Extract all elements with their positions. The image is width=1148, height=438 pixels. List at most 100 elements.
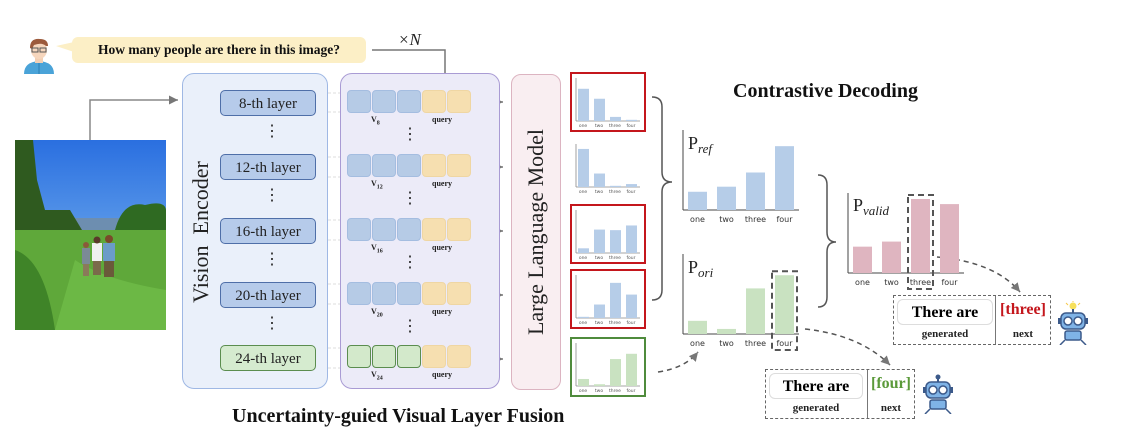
next-token-three: [three] bbox=[1000, 301, 1046, 318]
divider bbox=[995, 296, 996, 344]
v-subscript: 20 bbox=[376, 312, 383, 319]
visual-token-label: V8 bbox=[371, 115, 380, 127]
p-ori-label: Pori bbox=[688, 257, 713, 281]
tick-label-one: one bbox=[579, 124, 588, 129]
tick-label-two: two bbox=[595, 255, 603, 261]
layer-24-block: 24-th layer bbox=[220, 345, 316, 371]
bar-four bbox=[626, 353, 637, 386]
bar-one bbox=[578, 148, 589, 187]
visual-token bbox=[347, 154, 371, 177]
query-label: query bbox=[432, 179, 452, 188]
visual-token-label: V16 bbox=[371, 243, 383, 255]
query-token bbox=[447, 154, 471, 177]
bar-one bbox=[853, 246, 872, 273]
visual-token bbox=[347, 345, 371, 368]
bar-three bbox=[746, 172, 765, 210]
bar-four bbox=[626, 225, 637, 253]
tick-label-one: one bbox=[690, 215, 705, 224]
query-label: query bbox=[432, 370, 452, 379]
bar-one bbox=[578, 248, 589, 253]
next-label: next bbox=[1012, 328, 1034, 340]
tick-label-two: two bbox=[595, 123, 603, 129]
highlight-box-three bbox=[907, 194, 934, 291]
bar-three bbox=[610, 359, 621, 386]
divider bbox=[867, 370, 868, 418]
visual-token bbox=[347, 282, 371, 305]
query-token bbox=[447, 345, 471, 368]
generated-label: generated bbox=[792, 402, 840, 414]
visual-token bbox=[347, 90, 371, 113]
image-to-encoder-arrow bbox=[89, 95, 178, 140]
tick-label-four: four bbox=[626, 189, 635, 195]
tick-label-one: one bbox=[855, 278, 870, 287]
v-subscript: 12 bbox=[376, 184, 383, 191]
green-to-pori-arrow bbox=[657, 351, 699, 373]
query-token bbox=[447, 90, 471, 113]
output-box-ori: There are generated [four] next bbox=[765, 369, 915, 419]
v-label: V bbox=[371, 243, 377, 252]
tick-label-four: four bbox=[626, 320, 635, 326]
v-label: V bbox=[371, 179, 377, 188]
robot-idea-icon bbox=[1058, 301, 1088, 345]
query-token bbox=[422, 345, 446, 368]
tick-label-two: two bbox=[719, 339, 734, 348]
bar-two bbox=[594, 173, 605, 187]
contrastive-decoding-title: Contrastive Decoding bbox=[733, 80, 918, 102]
bar-one bbox=[578, 316, 589, 318]
visual-token bbox=[372, 90, 396, 113]
query-token bbox=[422, 90, 446, 113]
generated-text: There are bbox=[769, 373, 863, 399]
visual-token bbox=[397, 90, 421, 113]
robot-icon bbox=[923, 374, 953, 414]
bar-two bbox=[594, 384, 605, 386]
p-ori-title: P bbox=[688, 257, 699, 277]
tick-label-one: one bbox=[579, 190, 588, 195]
bar-three bbox=[911, 199, 930, 273]
bar-one bbox=[578, 88, 589, 121]
tick-label-four: four bbox=[941, 278, 958, 287]
llm-panel bbox=[511, 74, 561, 390]
bar-two bbox=[717, 328, 736, 334]
p-valid-label: Pvalid bbox=[853, 195, 889, 219]
brace-right bbox=[817, 174, 837, 308]
v-subscript: 24 bbox=[376, 375, 383, 382]
p-ori-subscript: ori bbox=[698, 265, 714, 280]
layer-20-block: 20-th layer bbox=[220, 282, 316, 308]
query-label: query bbox=[432, 115, 452, 124]
v-label: V bbox=[371, 307, 377, 316]
visual-token bbox=[397, 218, 421, 241]
bar-two bbox=[594, 229, 605, 253]
tick-label-three: three bbox=[609, 123, 621, 129]
layer-16-block: 16-th layer bbox=[220, 218, 316, 244]
visual-token bbox=[372, 345, 396, 368]
speech-bubble-tail bbox=[56, 42, 74, 52]
fusion-title: Uncertainty-guied Visual Layer Fusion bbox=[232, 405, 565, 427]
tick-label-three: three bbox=[910, 278, 931, 287]
tick-label-four: four bbox=[776, 215, 793, 224]
bar-four bbox=[626, 294, 637, 318]
visual-token bbox=[397, 154, 421, 177]
bar-three bbox=[610, 116, 621, 121]
question-bubble: How many people are there in this image? bbox=[72, 37, 366, 63]
visual-token bbox=[347, 218, 371, 241]
visual-token-label: V24 bbox=[371, 370, 383, 382]
bar-four bbox=[626, 119, 637, 121]
layer-12-block: 12-th layer bbox=[220, 154, 316, 180]
visual-token bbox=[372, 154, 396, 177]
bar-four bbox=[775, 146, 794, 210]
highlight-box-four bbox=[771, 270, 798, 351]
bar-two bbox=[594, 98, 605, 121]
p-valid-title: P bbox=[853, 195, 864, 215]
v-subscript: 8 bbox=[376, 120, 380, 127]
bar-two bbox=[717, 186, 736, 210]
tick-label-two: two bbox=[595, 388, 603, 394]
tick-label-four: four bbox=[626, 388, 635, 394]
visual-token bbox=[372, 282, 396, 305]
query-token bbox=[447, 282, 471, 305]
p-ref-title: P bbox=[688, 133, 699, 153]
bar-three bbox=[610, 282, 621, 318]
visual-token bbox=[397, 345, 421, 368]
bar-one bbox=[688, 320, 707, 334]
tick-label-three: three bbox=[745, 339, 766, 348]
